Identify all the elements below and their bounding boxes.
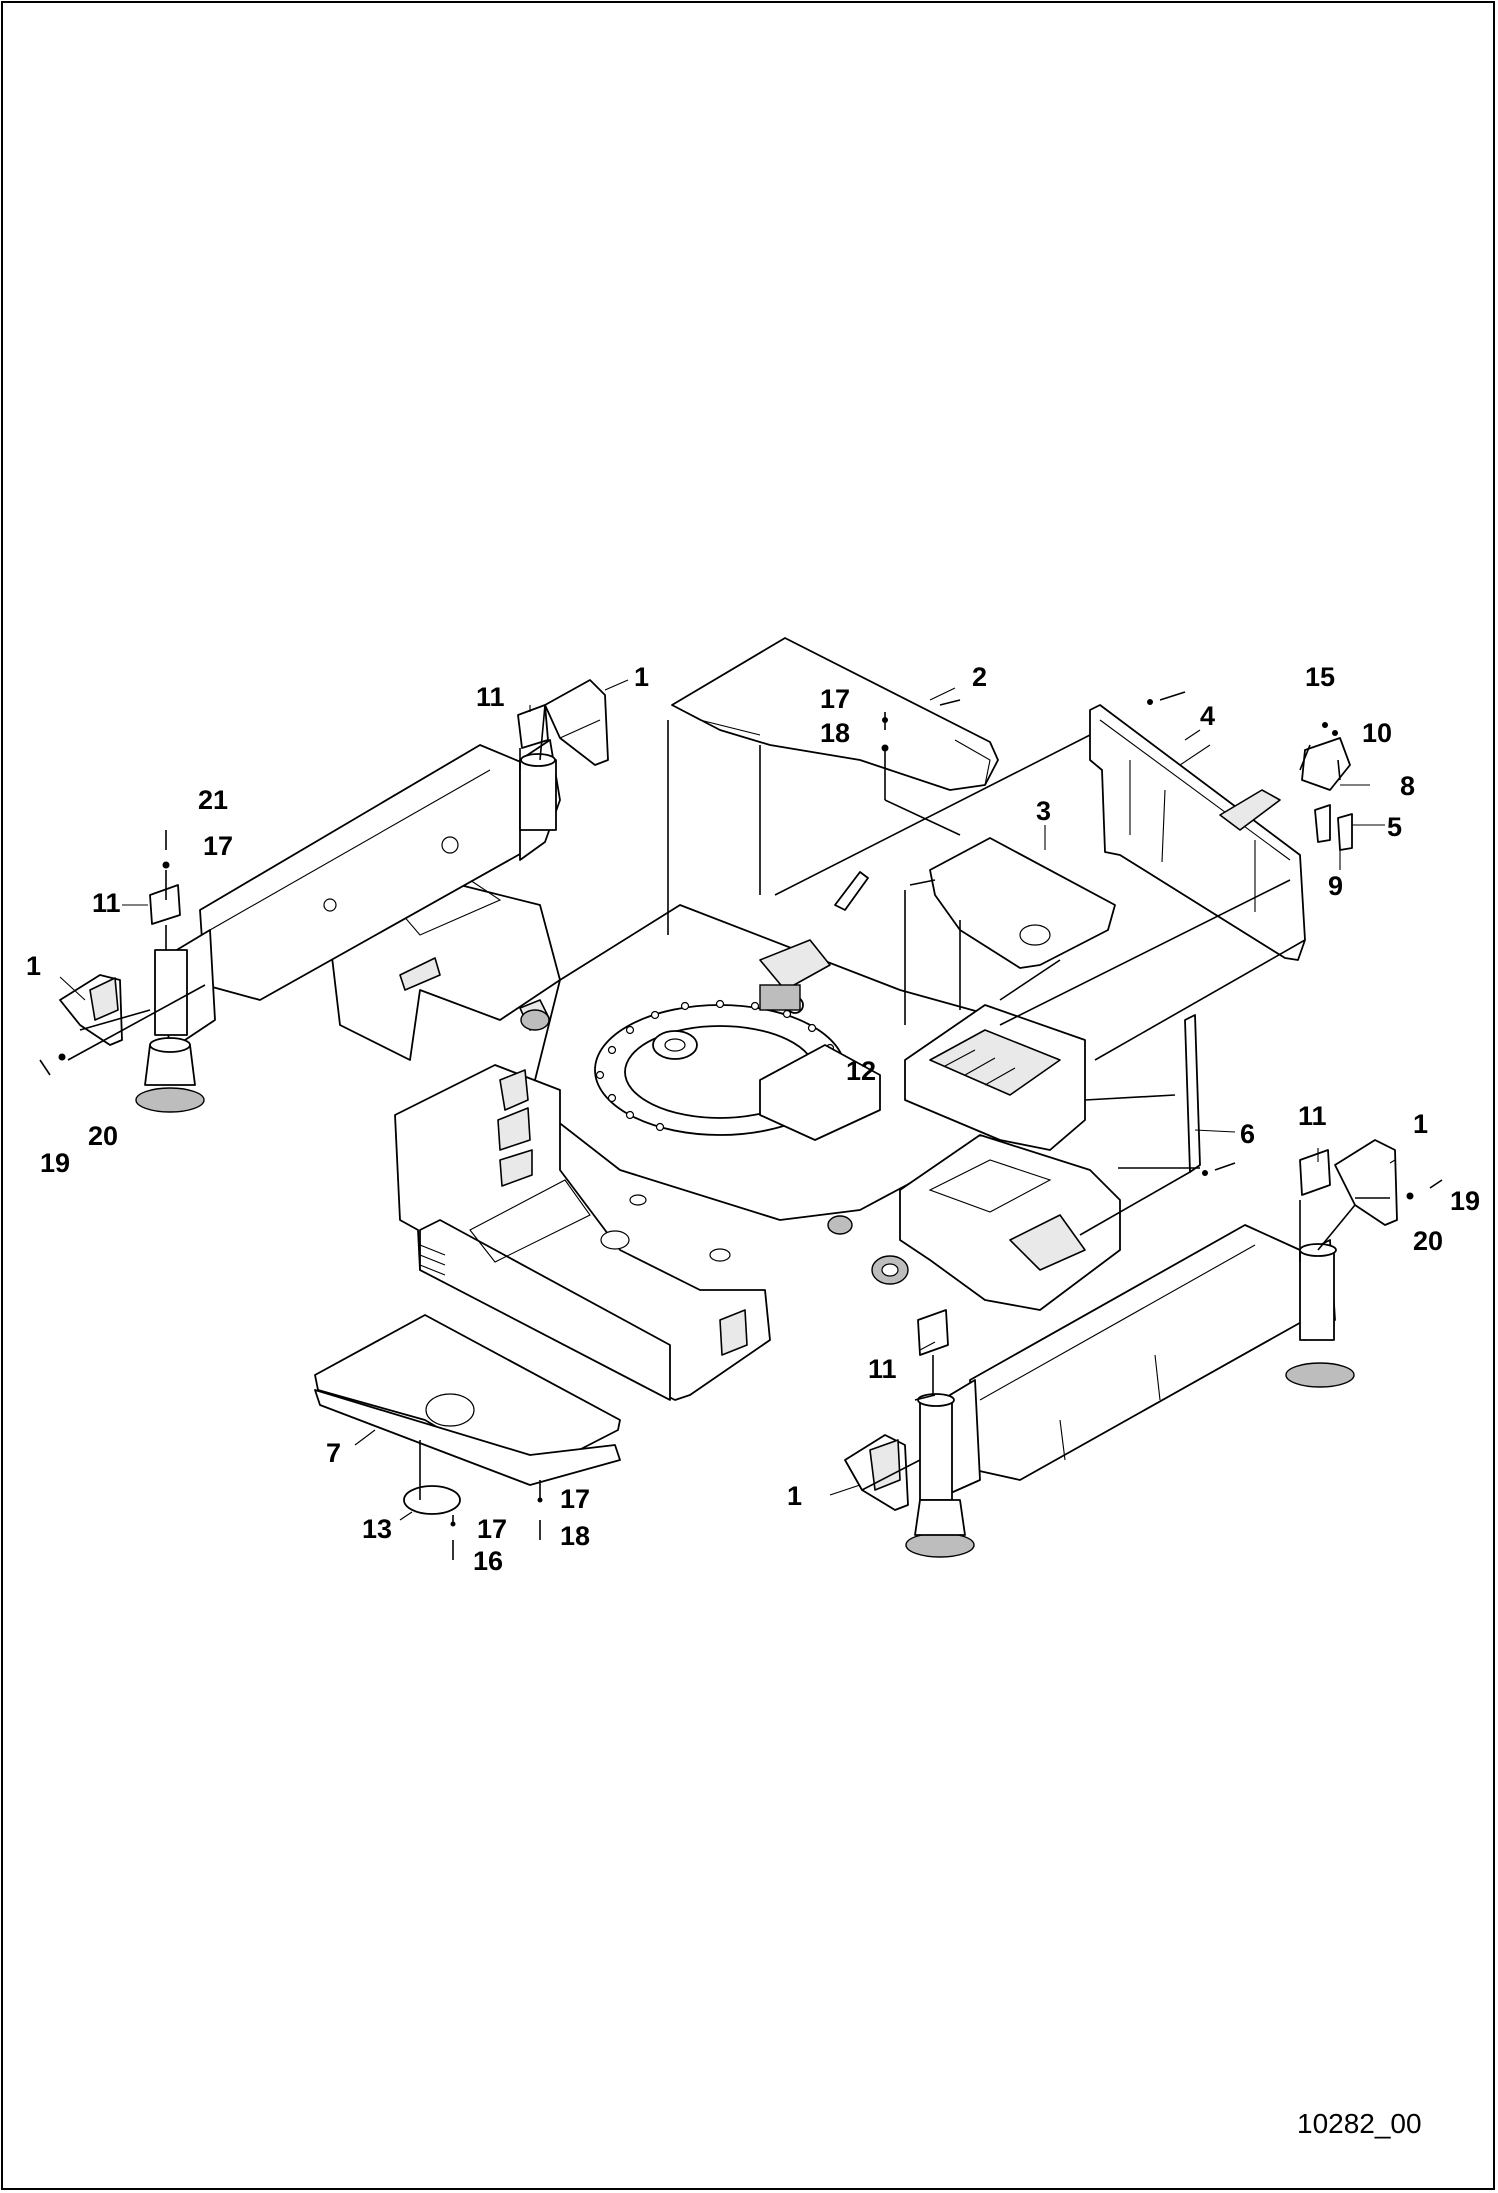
- part-5-clip: [1314, 804, 1353, 851]
- callout-4: 4: [1200, 701, 1215, 731]
- callout-21: 21: [198, 785, 228, 815]
- callout-1-left: 1: [26, 951, 41, 981]
- leader-lines: [67, 699, 1390, 1525]
- callout-1-front: 1: [787, 1481, 802, 1511]
- part-4-rear-wall: [1089, 704, 1306, 961]
- callout-9: 9: [1328, 871, 1343, 901]
- part-6-plate: [1184, 1014, 1201, 1173]
- drawing-reference-code: 10282_00: [1297, 2108, 1422, 2139]
- part-3-plate: [929, 837, 1116, 969]
- callout-5: 5: [1387, 812, 1402, 842]
- callout-13: 13: [362, 1514, 392, 1544]
- part-11-cap-d: [917, 1309, 949, 1356]
- callout-11-top: 11: [476, 682, 505, 712]
- part-11-cap-b: [149, 884, 181, 925]
- callout-leaders: [59, 679, 1396, 1521]
- callout-20-left: 20: [88, 1121, 118, 1151]
- callout-20-right: 20: [1413, 1226, 1443, 1256]
- part-11-cap-c: [1299, 1149, 1331, 1196]
- callout-15: 15: [1305, 662, 1335, 692]
- callout-3: 3: [1036, 796, 1051, 826]
- callout-16: 16: [473, 1546, 503, 1576]
- part-13-cover: [403, 1485, 461, 1515]
- part-1-pad-top: [544, 679, 609, 766]
- part-11-cap-a: [517, 704, 549, 749]
- callout-17-plate: 17: [560, 1484, 590, 1514]
- callout-10: 10: [1362, 718, 1392, 748]
- callout-2: 2: [972, 662, 987, 692]
- part-1-pad-right: [1334, 1139, 1398, 1226]
- part-1-pad-front: [844, 1434, 909, 1511]
- callout-1-right: 1: [1413, 1109, 1428, 1139]
- callout-18-bottom: 18: [560, 1521, 590, 1551]
- part-2-cover: [671, 637, 999, 791]
- part-1-pad-left: [59, 974, 123, 1046]
- callout-17-bottom: 17: [477, 1514, 507, 1544]
- callout-7: 7: [326, 1438, 341, 1468]
- callout-17-top: 17: [820, 684, 850, 714]
- main-frame: [329, 871, 1121, 1401]
- callout-6: 6: [1240, 1119, 1255, 1149]
- callout-labels: 1 2 17 18 11 15 10 4 8 5 9 3 21 17 11 1 …: [26, 662, 1480, 1576]
- outrigger-rear-left: [135, 739, 561, 1113]
- callout-8: 8: [1400, 771, 1415, 801]
- callout-19-left: 19: [40, 1148, 70, 1178]
- callout-11-front: 11: [868, 1354, 897, 1384]
- callout-11-right: 11: [1298, 1101, 1327, 1131]
- outrigger-front-right: [905, 1224, 1355, 1558]
- fasteners: [39, 691, 1443, 1560]
- callout-12: 12: [846, 1056, 876, 1086]
- part-7-belly-plate: [314, 1314, 621, 1486]
- callout-19-right: 19: [1450, 1186, 1480, 1216]
- callout-17-left: 17: [203, 831, 233, 861]
- callout-18-top: 18: [820, 718, 850, 748]
- callout-1-top: 1: [634, 662, 649, 692]
- callout-11-left: 11: [92, 888, 121, 918]
